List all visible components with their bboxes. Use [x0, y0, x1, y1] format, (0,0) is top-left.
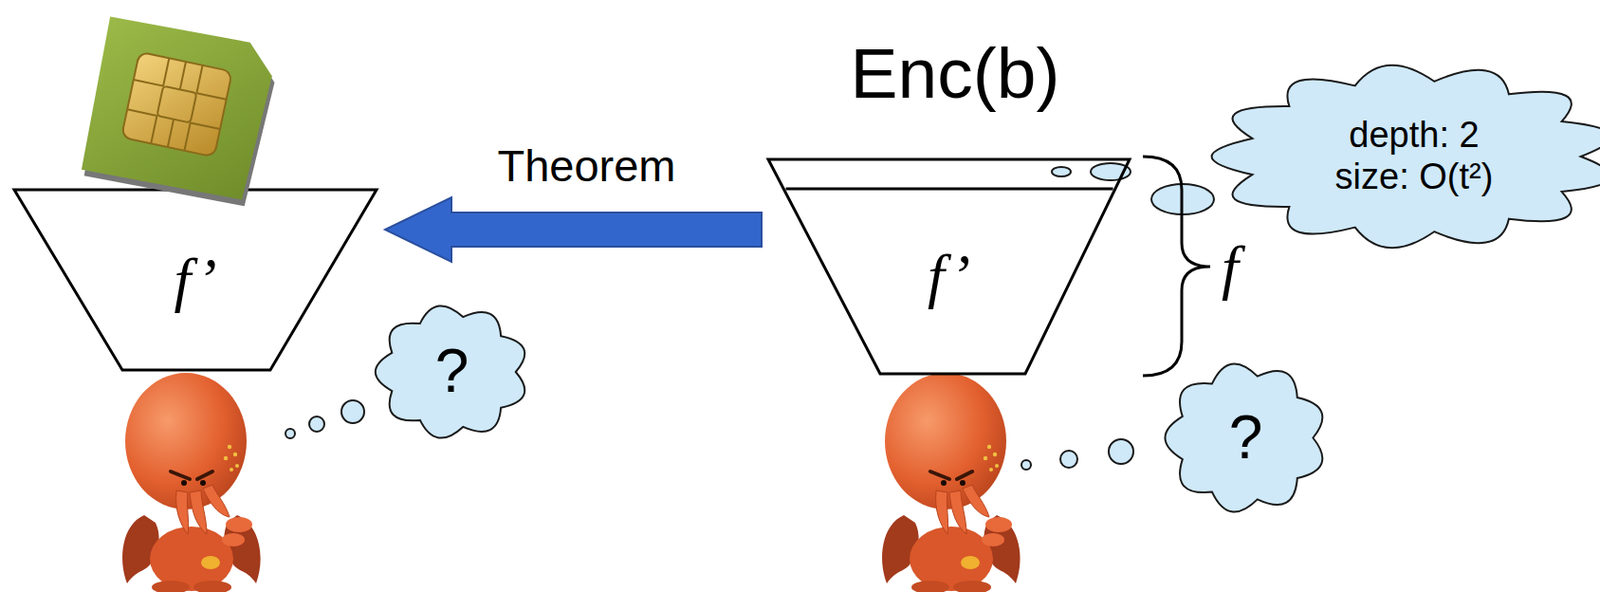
- outline: [14, 189, 377, 370]
- arrow-label: Theorem: [496, 143, 676, 188]
- function-box: f’: [13, 188, 378, 371]
- outline: [1212, 65, 1600, 248]
- thought-cloud: ?: [1166, 363, 1325, 513]
- thought-cloud: ?: [377, 305, 527, 439]
- outline: [375, 305, 525, 438]
- thought-text: depth: 2 size: O(t²): [1319, 114, 1509, 198]
- thought-text: ?: [1229, 403, 1264, 474]
- outline: [1164, 363, 1323, 512]
- band-line: [786, 187, 1114, 191]
- block-arrow: [385, 197, 762, 262]
- curly-brace: [1142, 156, 1211, 376]
- outline: [768, 159, 1130, 374]
- heading-label: Enc(b): [850, 37, 1061, 110]
- thought-dots: [285, 163, 1214, 470]
- function-box: f’: [767, 158, 1131, 375]
- function-name: f’: [174, 244, 218, 315]
- function-label: f: [1221, 237, 1239, 298]
- thought-text: ?: [435, 336, 470, 407]
- thought-cloud: depth: 2 size: O(t²): [1232, 66, 1596, 247]
- function-name: f’: [927, 240, 971, 312]
